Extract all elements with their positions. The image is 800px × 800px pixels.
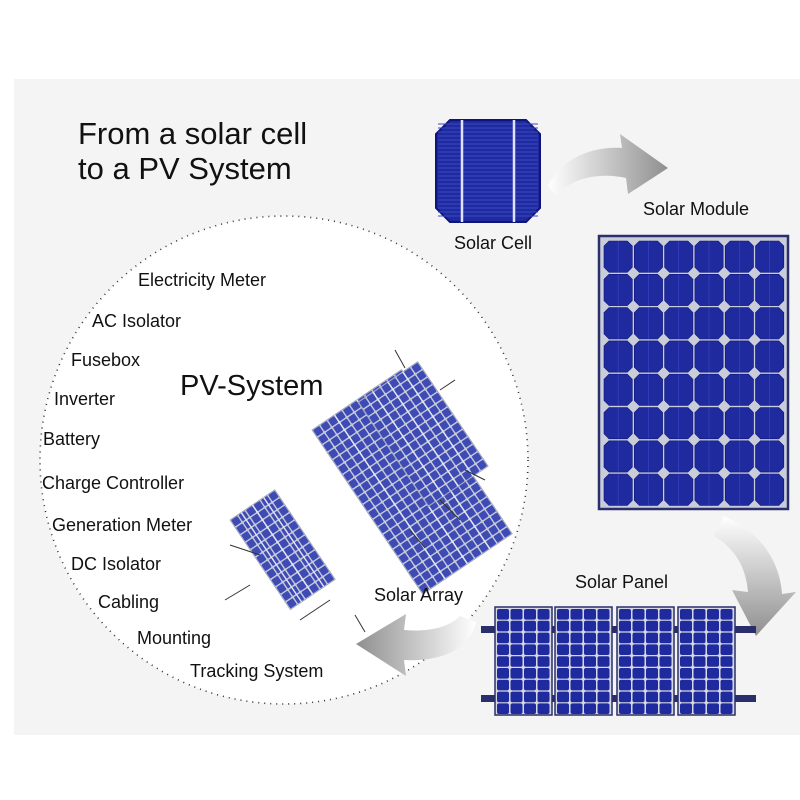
label-solar-array: Solar Array <box>374 585 464 605</box>
solar-cell-graphic <box>435 119 541 223</box>
arrow-cell-to-module <box>548 134 668 196</box>
component-battery: Battery <box>43 429 101 449</box>
label-solar-panel: Solar Panel <box>575 572 669 592</box>
component-dc-isolator: DC Isolator <box>71 554 162 574</box>
component-ac-isolator: AC Isolator <box>92 311 182 331</box>
solar-panel-graphic <box>481 606 756 716</box>
pv-system-circle <box>39 215 529 705</box>
solar-array-graphic <box>224 349 513 633</box>
title-line-2: to a PV System <box>78 151 292 186</box>
component-electricity-meter: Electricity Meter <box>138 270 267 290</box>
component-mounting: Mounting <box>137 628 212 648</box>
solar-module-graphic <box>597 234 790 511</box>
arrow-module-to-panel <box>714 516 796 636</box>
label-solar-cell: Solar Cell <box>454 233 533 253</box>
diagram-title: From a solar cell to a PV System <box>78 116 307 186</box>
component-generation-meter: Generation Meter <box>52 515 193 535</box>
label-solar-module: Solar Module <box>643 199 750 219</box>
arrow-panel-to-array <box>356 614 476 676</box>
title-line-1: From a solar cell <box>78 116 308 151</box>
component-inverter: Inverter <box>54 389 116 409</box>
component-tracking-system: Tracking System <box>190 661 324 681</box>
component-cabling: Cabling <box>98 592 160 612</box>
label-pv-system: PV-System <box>180 370 324 402</box>
component-charge-controller: Charge Controller <box>42 473 185 493</box>
component-fusebox: Fusebox <box>71 350 141 370</box>
